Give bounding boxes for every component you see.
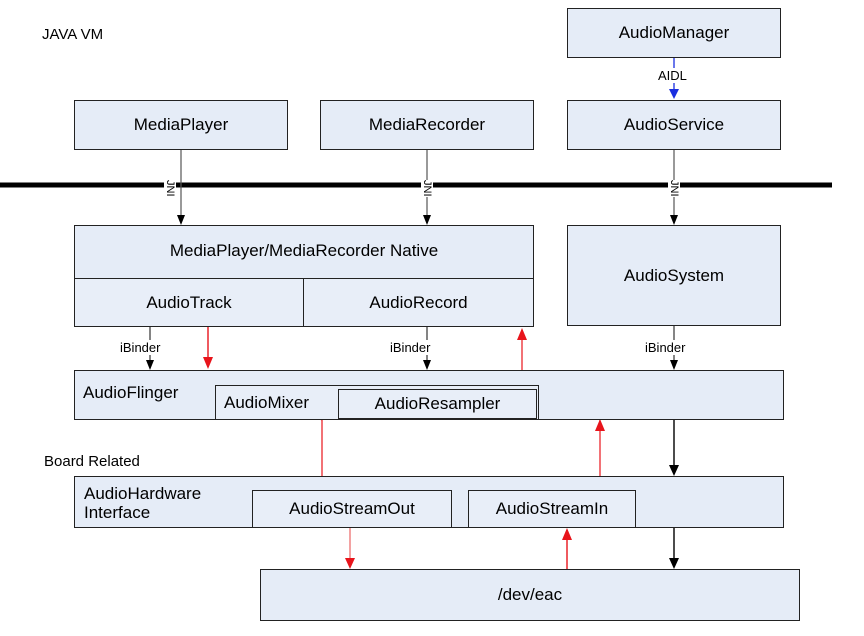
aidl-label: AIDL — [656, 68, 689, 83]
jni-label-mediarecorder: JNI — [421, 180, 433, 197]
audio-resampler-box: AudioResampler — [338, 389, 537, 419]
audio-stream-in-box: AudioStreamIn — [468, 490, 636, 528]
media-native-title: MediaPlayer/MediaRecorder Native — [169, 241, 439, 260]
java-vm-label: JAVA VM — [42, 26, 104, 43]
ibinder-label-track: iBinder — [118, 340, 163, 355]
audio-stream-out-box: AudioStreamOut — [252, 490, 452, 528]
audio-system-box: AudioSystem — [567, 225, 781, 326]
media-player-box: MediaPlayer — [74, 100, 288, 150]
audio-mixer-title: AudioMixer — [224, 393, 310, 412]
media-recorder-box: MediaRecorder — [320, 100, 534, 150]
audio-service-box: AudioService — [567, 100, 781, 150]
media-native-box: MediaPlayer/MediaRecorder Native AudioTr… — [74, 225, 534, 327]
audio-record-box: AudioRecord — [303, 278, 534, 327]
audio-hardware-interface-title-2: Interface — [84, 503, 151, 522]
dev-eac-box: /dev/eac — [260, 569, 800, 621]
audio-hardware-interface-title-1: AudioHardware — [84, 484, 202, 503]
ibinder-label-record: iBinder — [388, 340, 433, 355]
audio-manager-box: AudioManager — [567, 8, 781, 58]
jni-label-audioservice: JNI — [668, 180, 680, 197]
board-related-label: Board Related — [44, 453, 140, 470]
audio-flinger-title: AudioFlinger — [83, 383, 179, 402]
audio-track-box: AudioTrack — [74, 278, 304, 327]
ibinder-label-system: iBinder — [643, 340, 688, 355]
jni-label-mediaplayer: JNI — [164, 180, 176, 197]
